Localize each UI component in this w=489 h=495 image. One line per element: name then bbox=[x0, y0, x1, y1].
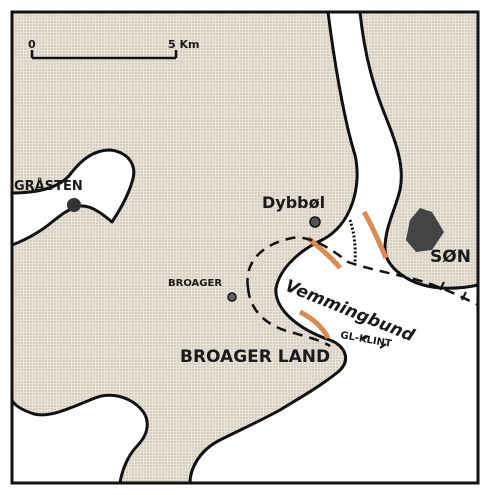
dybbol-fortification bbox=[348, 219, 357, 263]
sonderborg-town bbox=[406, 208, 444, 252]
land-west bbox=[10, 10, 359, 485]
land-east bbox=[358, 10, 480, 290]
label-broager-town: BROAGER bbox=[168, 278, 222, 289]
ice-margin-line-south bbox=[246, 287, 331, 348]
dybbol-marker bbox=[309, 216, 321, 228]
cliff-gl-klint bbox=[298, 309, 331, 340]
label-broager-land: BROAGER LAND bbox=[180, 347, 330, 367]
label-sonderborg: SØN bbox=[430, 247, 471, 267]
ice-margin-ticks bbox=[361, 281, 467, 349]
broager-marker bbox=[227, 292, 237, 302]
label-dybbol: Dybbøl bbox=[262, 193, 325, 212]
map-frame bbox=[10, 10, 480, 485]
grasten-town-marker bbox=[67, 198, 81, 212]
ice-margin-line bbox=[246, 236, 479, 307]
scale-zero-label: 0 bbox=[28, 38, 36, 51]
scale-bar: 0 5 Km bbox=[28, 38, 199, 60]
cliff-north bbox=[361, 210, 389, 260]
scale-end-label: 5 Km bbox=[168, 38, 199, 51]
label-grasten: GRÅSTEN bbox=[14, 178, 83, 194]
